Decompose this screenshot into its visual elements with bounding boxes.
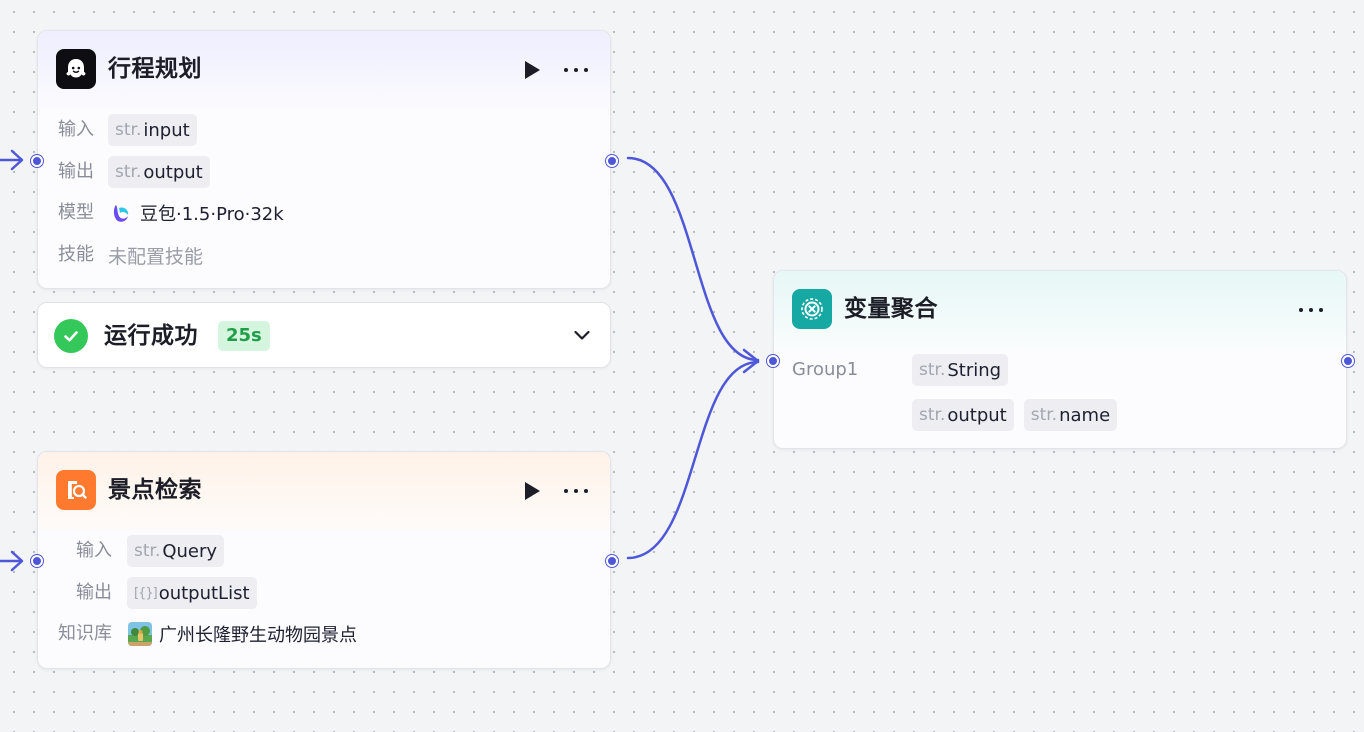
agg-node-header[interactable]: 变量聚合 — [774, 271, 1346, 349]
model-name: 豆包·1.5·Pro·32k — [140, 204, 284, 225]
knowledge-retrieval-node[interactable]: 景点检索 输入 str. Query 输出 [{}] outputList 知识… — [31, 451, 618, 669]
ghost-icon — [56, 49, 96, 89]
kb-more-button[interactable] — [561, 478, 591, 504]
zoo-thumbnail-icon — [128, 622, 152, 646]
type-str: str. — [115, 162, 142, 182]
run-status-bar[interactable]: 运行成功 25s — [37, 302, 611, 368]
doubao-logo-icon — [110, 202, 132, 224]
llm-input-tag: str. input — [108, 114, 197, 146]
llm-skill-value: 未配置技能 — [108, 239, 203, 271]
skill-placeholder: 未配置技能 — [108, 245, 204, 268]
llm-skill-label: 技能 — [58, 244, 94, 265]
agg-var-tag: str. output — [912, 399, 1014, 431]
chevron-down-icon[interactable] — [572, 325, 592, 345]
kb-input-value: str. Query — [127, 535, 234, 567]
llm-model-label: 模型 — [58, 202, 94, 223]
agg-input-port[interactable] — [767, 355, 779, 367]
kb-knowledge-value: 广州长隆野生动物园景点 — [128, 618, 357, 650]
type-str: str. — [134, 541, 161, 561]
run-duration-badge: 25s — [218, 321, 270, 351]
kb-output-tag: [{}] outputList — [127, 577, 257, 609]
var-name: output — [143, 161, 203, 183]
agg-group-label: Group1 — [792, 359, 859, 380]
llm-node-title: 行程规划 — [108, 56, 202, 82]
knowledge-base-name: 广州长隆野生动物园景点 — [159, 625, 357, 646]
kb-input-tag: str. Query — [127, 535, 225, 567]
llm-node[interactable]: 行程规划 输入 str. input 输出 str. output 模型 — [31, 30, 618, 289]
var-name: Query — [162, 540, 218, 562]
edge-kb-to-aggregator[interactable] — [626, 360, 760, 560]
llm-output-label: 输出 — [58, 161, 94, 182]
agg-var-tag: str. name — [1023, 399, 1118, 431]
variable-aggregator-node[interactable]: 变量聚合 Group1 str. String str. output str.… — [767, 270, 1354, 449]
kb-node-title: 景点检索 — [108, 477, 202, 503]
run-status-text: 运行成功 — [104, 323, 198, 349]
type-str: str. — [1030, 405, 1058, 425]
var-name: outputList — [158, 582, 250, 604]
llm-output-port[interactable] — [606, 155, 618, 167]
var-name: output — [947, 404, 1007, 426]
arrow-incoming-llm — [10, 149, 24, 171]
arrow-incoming-kb — [10, 550, 24, 572]
kb-output-value: [{}] outputList — [127, 577, 267, 609]
llm-input-label: 输入 — [58, 119, 94, 140]
type-array-object: [{}] — [134, 585, 158, 601]
llm-output-tag: str. output — [108, 156, 210, 188]
kb-knowledge-label: 知识库 — [58, 623, 112, 644]
llm-output-value: str. output — [108, 156, 220, 188]
type-str: str. — [919, 360, 946, 380]
llm-run-button[interactable] — [524, 61, 540, 79]
kb-run-button[interactable] — [524, 482, 540, 500]
document-search-icon — [56, 470, 96, 510]
agg-group-vars-row2: str. output str. name — [912, 399, 1127, 431]
variable-icon — [792, 289, 832, 329]
kb-output-label: 输出 — [76, 582, 112, 603]
var-name: name — [1059, 404, 1111, 426]
arrow-into-aggregator — [742, 348, 760, 374]
llm-node-header[interactable]: 行程规划 — [38, 31, 610, 109]
agg-group-vars-row1: str. String — [912, 354, 1018, 386]
llm-input-value: str. input — [108, 114, 207, 146]
kb-input-label: 输入 — [76, 540, 112, 561]
var-name: String — [947, 359, 1002, 381]
agg-output-port[interactable] — [1342, 355, 1354, 367]
llm-input-port[interactable] — [31, 155, 43, 167]
type-str: str. — [919, 405, 946, 425]
agg-node-title: 变量聚合 — [844, 296, 938, 322]
edge-llm-to-aggregator[interactable] — [626, 156, 760, 362]
agg-var-tag: str. String — [912, 354, 1009, 386]
agg-more-button[interactable] — [1296, 297, 1326, 323]
type-str: str. — [115, 120, 142, 140]
var-name: input — [143, 119, 190, 141]
llm-more-button[interactable] — [561, 57, 591, 83]
llm-model-value: 豆包·1.5·Pro·32k — [110, 197, 284, 229]
check-circle-icon — [54, 319, 88, 353]
kb-output-port[interactable] — [606, 555, 618, 567]
kb-input-port[interactable] — [31, 555, 43, 567]
kb-node-header[interactable]: 景点检索 — [38, 452, 610, 530]
